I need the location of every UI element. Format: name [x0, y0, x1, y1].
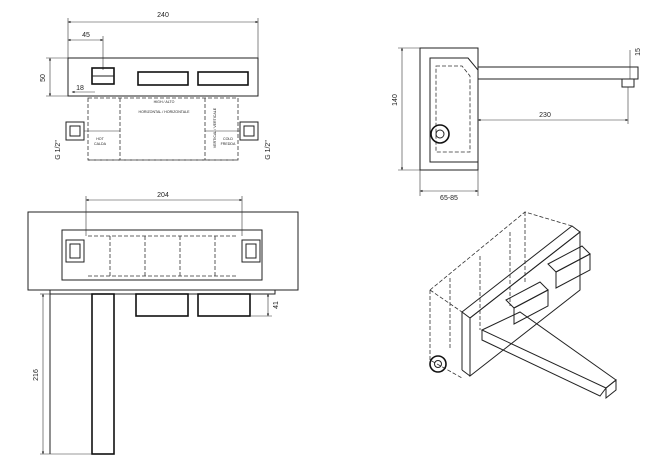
- label-upper: HIGH / ALTO: [154, 100, 175, 104]
- isometric-view: [429, 211, 617, 400]
- handle-right: [197, 71, 249, 86]
- dim-wall-height: 140: [392, 94, 399, 106]
- label-cold: COLD: [223, 137, 233, 141]
- section-view: 204 41 216: [27, 192, 299, 455]
- dim-valve-span: 204: [157, 192, 169, 199]
- dim-inlet-right: G 1/2": [265, 140, 272, 160]
- handle-plan-right: [197, 293, 251, 317]
- iso-faceplate: [469, 230, 581, 378]
- label-hot-it: CALDA: [94, 142, 107, 146]
- dim-spout-thickness: 15: [635, 48, 642, 56]
- iso-handle-upper: [555, 253, 591, 289]
- dim-small-offset: 18: [76, 85, 84, 92]
- iso-handle-lower: [513, 289, 549, 325]
- dim-overall-width: 240: [157, 12, 169, 19]
- dim-outlet-offset: 45: [82, 32, 90, 39]
- iso-inlet: [429, 355, 447, 373]
- spout-side: [477, 66, 639, 80]
- label-cold-it: FREDDA: [221, 142, 236, 146]
- dim-wall-depth: 65-85: [440, 195, 458, 202]
- iso-spout: [605, 378, 617, 400]
- handle-left: [137, 71, 189, 86]
- faceplate: [67, 57, 259, 97]
- spout-plan: [91, 293, 115, 455]
- inlet-left: [65, 121, 85, 141]
- label-hot: HOT: [96, 137, 104, 141]
- dim-spout-reach: 230: [539, 112, 551, 119]
- dim-plate-height: 50: [40, 74, 47, 82]
- dim-spout-drop: 41: [273, 301, 280, 309]
- dim-inlet-left: G 1/2": [55, 140, 62, 160]
- valve-connector: [430, 124, 450, 144]
- handle-plan-left: [135, 293, 189, 317]
- label-vertical: VERTICAL / VERTICALE: [213, 107, 217, 148]
- front-view: 240 45 50 18 G 1/2" G 1/2" HI: [40, 12, 272, 161]
- inlet-right: [239, 121, 259, 141]
- dim-spout-length: 216: [33, 369, 40, 381]
- side-view: 15 140 230 65-85: [392, 47, 642, 202]
- label-horizontal: HORIZONTAL / HORIZONTALE: [138, 110, 190, 114]
- wall-plan-section: [27, 211, 299, 291]
